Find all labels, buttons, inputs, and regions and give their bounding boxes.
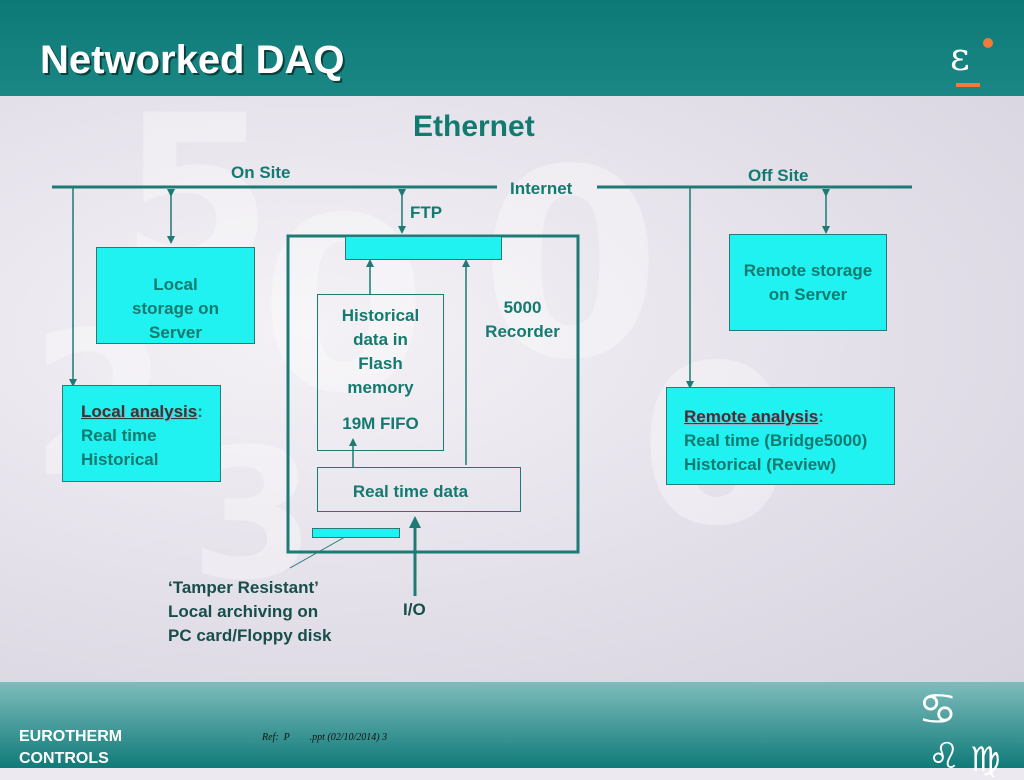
- remote-analysis-title: Remote analysis: [684, 407, 819, 426]
- tamper-label: ‘Tamper Resistant’ Local archiving on PC…: [168, 578, 332, 645]
- slide-reference: Ref: P .ppt (02/10/2014) 3: [262, 732, 388, 743]
- ftp-interface-box: [345, 236, 502, 260]
- remote-analysis-line: Historical (Review): [684, 455, 837, 474]
- local-analysis-line: Real time: [81, 426, 157, 445]
- remote-analysis-colon: :: [818, 407, 824, 426]
- remote-storage-box: [729, 234, 887, 331]
- watermark-glyph: 0: [480, 115, 661, 417]
- io-label: I/O: [403, 600, 426, 619]
- remote-analysis-box: [666, 387, 895, 485]
- footer-bar: [0, 682, 1024, 768]
- virgo-symbol-icon: ♍: [970, 740, 1001, 780]
- tamper-pointer: [289, 532, 353, 569]
- realtime-data-box: [317, 467, 521, 512]
- historical-label: Historical data in Flash memory: [341, 306, 420, 397]
- cancer-symbol-icon: ♋: [918, 684, 958, 735]
- local-analysis-title-row: Local analysis:: [81, 400, 203, 424]
- ftp-label: FTP: [410, 203, 443, 222]
- off-site-label: Off Site: [748, 166, 809, 185]
- internet-label: Internet: [510, 179, 573, 198]
- remote-analysis-line: Real time (Bridge5000): [684, 431, 868, 450]
- local-storage-label: Local storage on Server: [132, 275, 219, 342]
- local-analysis-line: Historical: [81, 450, 159, 469]
- pc-card-slot: [312, 528, 400, 538]
- local-analysis-colon: :: [197, 402, 203, 421]
- historical-memory-box: [317, 294, 444, 451]
- on-site-label: On Site: [231, 163, 291, 182]
- fifo-label: 19M FIFO: [342, 414, 419, 433]
- eurotherm-logo-icon: ε: [950, 35, 970, 79]
- local-analysis-title: Local analysis: [81, 402, 198, 421]
- header-bar: [0, 0, 1024, 96]
- recorder-label: 5000 Recorder: [485, 298, 560, 341]
- leo-symbol-icon: ♌: [928, 736, 961, 777]
- local-analysis-box: [62, 385, 221, 482]
- realtime-label: Real time data: [352, 482, 469, 501]
- local-storage-box: [96, 247, 255, 344]
- logo-dot-icon: [983, 38, 993, 48]
- logo-underline-icon: [956, 83, 980, 87]
- remote-analysis-title-row: Remote analysis:: [684, 405, 824, 429]
- company-name: EUROTHERM CONTROLS: [19, 728, 123, 767]
- slide-title: Networked DAQ: [40, 38, 345, 82]
- remote-storage-label: Remote storage on Server: [743, 261, 873, 304]
- ethernet-heading: Ethernet: [413, 110, 535, 143]
